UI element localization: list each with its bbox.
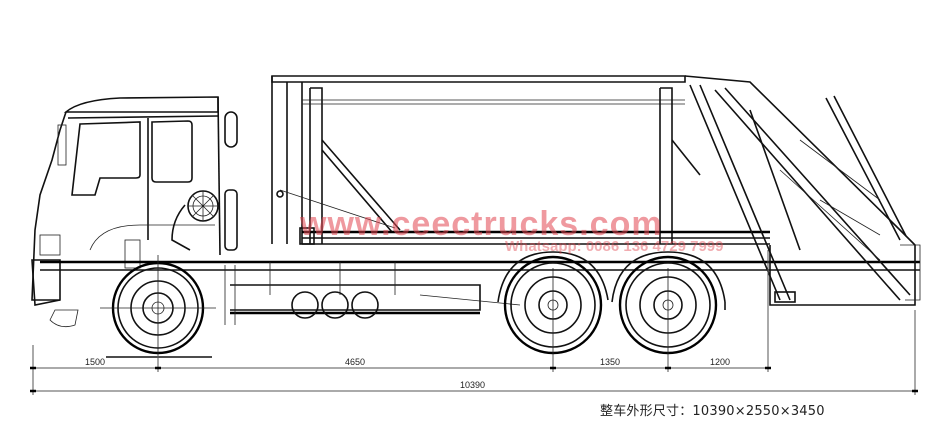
dim-front-overhang: 1500 bbox=[85, 357, 106, 367]
cab bbox=[31, 96, 238, 328]
overall-dimensions-caption: 整车外形尺寸：10390×2550×3450 bbox=[600, 404, 825, 419]
watermark-contact: Whatsapp: 0086 136 4729 7999 bbox=[505, 238, 724, 255]
rear-wheel-1 bbox=[497, 251, 609, 370]
dim-wheelbase-2: 1350 bbox=[600, 357, 621, 367]
tailgate bbox=[684, 75, 921, 306]
dim-overall-length: 10390 bbox=[460, 380, 486, 390]
front-wheel bbox=[100, 255, 216, 365]
dim-wheelbase-1: 4650 bbox=[345, 357, 366, 367]
dimension-lines bbox=[30, 250, 918, 395]
chassis-frame bbox=[40, 260, 920, 325]
compactor-body bbox=[271, 75, 770, 245]
rear-wheel-2 bbox=[611, 251, 726, 370]
watermark-site: www.ceectrucks.com bbox=[300, 205, 663, 243]
dim-rear-overhang: 1200 bbox=[710, 357, 731, 367]
